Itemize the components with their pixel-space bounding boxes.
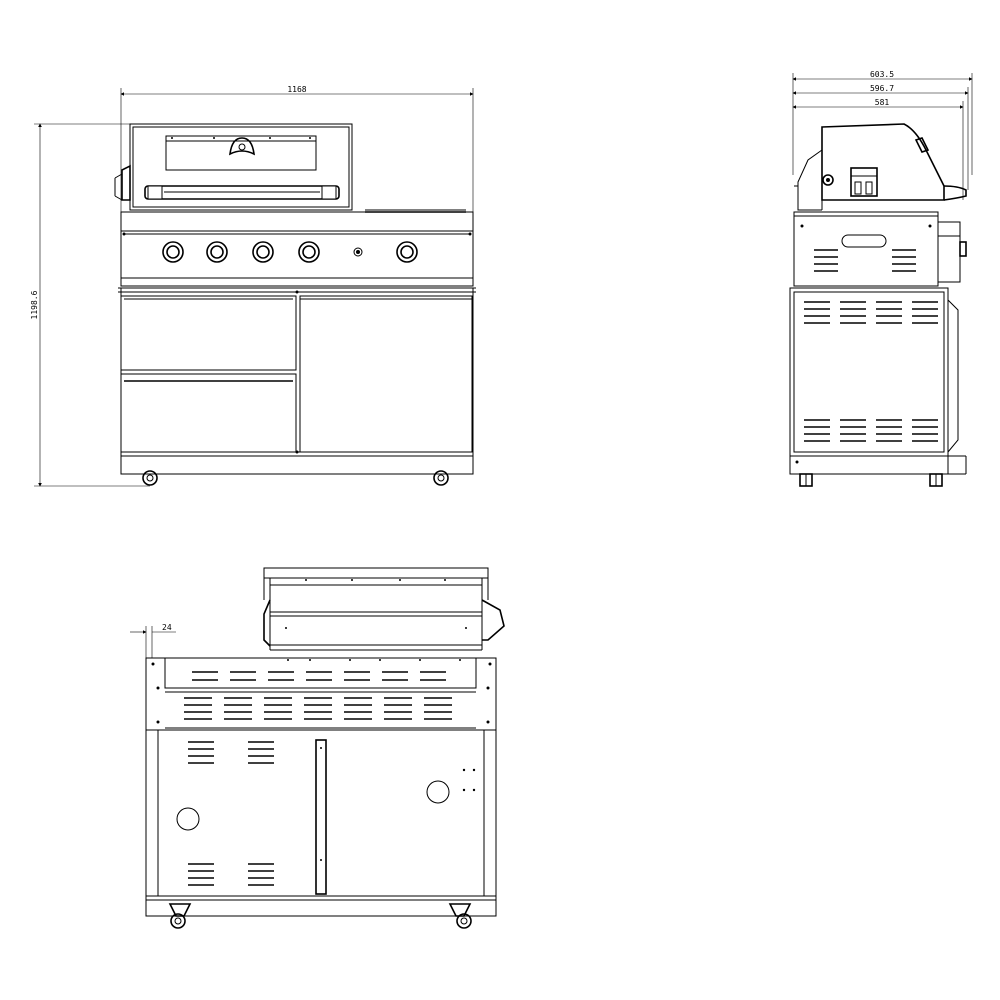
logo-emblem xyxy=(229,137,255,156)
side-handle xyxy=(943,185,967,201)
front-height-dimension: 1198.6 xyxy=(30,123,150,487)
rear-access-hole xyxy=(426,780,450,804)
side-depth-dimensions: 603.5 596.7 581 xyxy=(792,70,973,200)
side-hood xyxy=(794,123,967,211)
rear-panel xyxy=(145,657,497,731)
rear-top-vents xyxy=(192,671,446,681)
front-width-dimension: 1168 xyxy=(120,85,474,212)
caster-wheel xyxy=(168,903,192,929)
rear-open-lid xyxy=(263,567,505,651)
control-knob xyxy=(252,241,274,263)
front-cabinet xyxy=(118,287,476,475)
hood-handle xyxy=(144,185,340,200)
igniter-button xyxy=(353,247,363,257)
caster-wheel xyxy=(448,903,472,929)
rear-view: 24 xyxy=(130,567,505,929)
caster-wheel xyxy=(929,473,943,487)
side-depth-mid-label: 596.7 xyxy=(870,84,894,93)
caster-wheel xyxy=(142,470,158,486)
side-control-section xyxy=(793,211,967,287)
cabinet-door xyxy=(299,295,473,453)
control-knob xyxy=(206,241,228,263)
rear-mid-vents xyxy=(184,697,452,720)
front-view: 1168 1198.6 xyxy=(30,85,476,487)
rear-access-hole xyxy=(176,807,200,831)
side-cabinet xyxy=(789,287,967,475)
side-depth-inner-label: 581 xyxy=(875,98,890,107)
control-knob xyxy=(298,241,320,263)
upper-drawer xyxy=(120,295,297,371)
caster-wheel xyxy=(433,470,449,486)
front-height-label: 1198.6 xyxy=(30,290,39,319)
lower-drawer xyxy=(120,373,297,453)
side-depth-outer-label: 603.5 xyxy=(870,70,894,79)
side-vent-slots xyxy=(814,249,916,272)
caster-wheel xyxy=(799,473,813,487)
control-knob xyxy=(162,241,184,263)
rear-cabinet-vents xyxy=(188,741,274,886)
control-knob xyxy=(396,241,418,263)
front-width-label: 1168 xyxy=(287,85,306,94)
front-control-panel xyxy=(120,211,474,287)
front-hood xyxy=(114,123,353,211)
rear-cabinet xyxy=(145,729,497,917)
rear-offset-label: 24 xyxy=(162,623,172,632)
side-view: 603.5 596.7 581 xyxy=(789,70,973,487)
side-upper-vents xyxy=(804,301,938,324)
side-lower-vents xyxy=(804,419,938,442)
rear-offset-dimension: 24 xyxy=(130,623,176,658)
